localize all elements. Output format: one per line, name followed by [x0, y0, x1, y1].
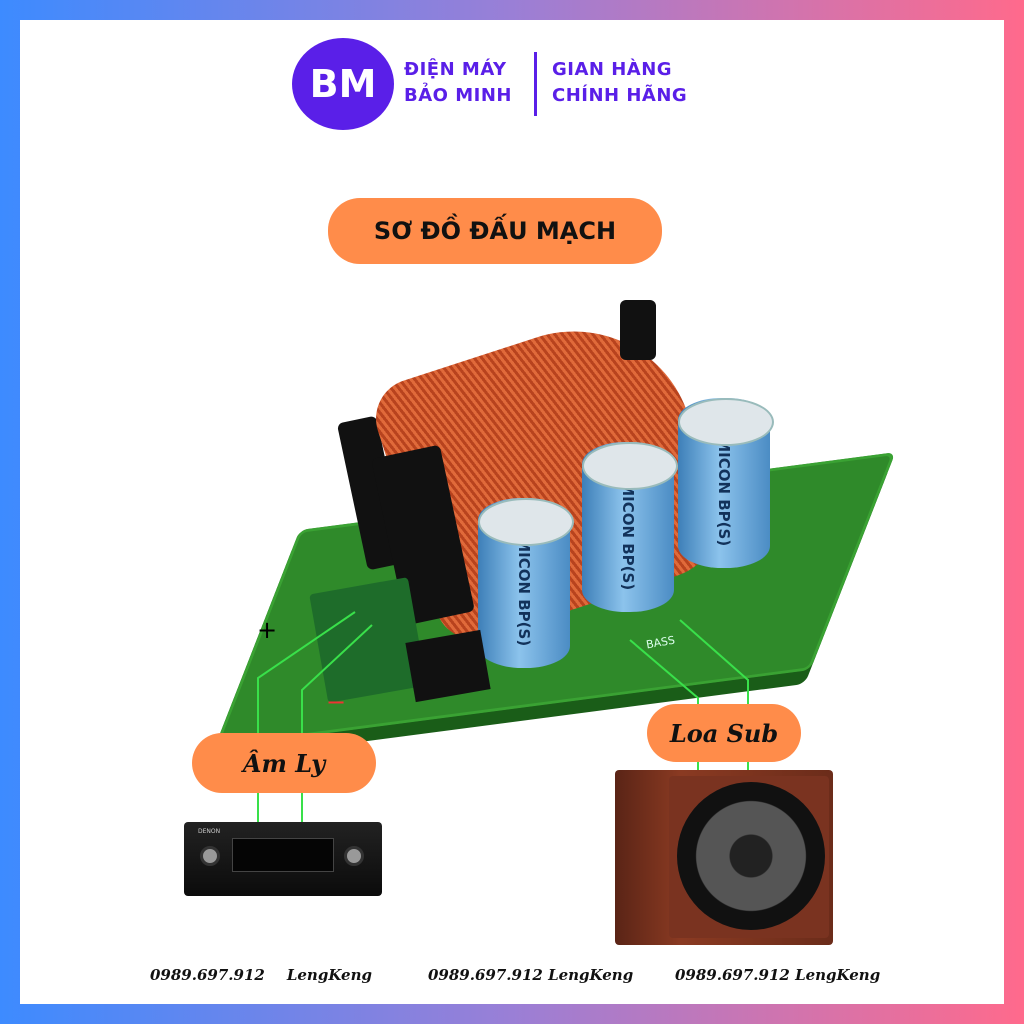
capacitor-label: JAMICON BP(S): [619, 463, 637, 591]
footer-contact: 0989.697.912 LengKeng: [428, 966, 633, 984]
phone: 0989.697.912: [428, 966, 543, 984]
capacitor: JAMICON BP(S): [478, 498, 574, 668]
shop-name: LengKeng: [795, 966, 881, 984]
page-title: SƠ ĐỒ ĐẤU MẠCH: [328, 198, 662, 264]
minus-sign: −: [326, 688, 347, 716]
brand-divider: [534, 52, 537, 116]
volume-knob: [200, 846, 220, 866]
receiver-display: [232, 838, 334, 872]
phone: 0989.697.912: [675, 966, 790, 984]
receiver-brand: DENON: [198, 828, 221, 835]
logo-badge: BM: [292, 38, 394, 130]
shop-name: LengKeng: [286, 966, 372, 984]
brand-line2: BẢO MINH: [404, 85, 512, 106]
footer-contact: 0989.697.912 LengKeng: [675, 966, 880, 984]
capacitor: JAMICON BP(S): [678, 398, 774, 568]
capacitor-label: JAMICON BP(S): [715, 419, 733, 547]
shop-name: LengKeng: [548, 966, 634, 984]
capacitor: JAMICON BP(S): [582, 442, 678, 612]
input-knob: [344, 846, 364, 866]
subwoofer-image: [615, 770, 833, 945]
brand-tagline: GIAN HÀNG CHÍNH HÃNG: [552, 57, 687, 109]
subwoofer-front: [669, 776, 829, 938]
footer-contact: 0989.697.912 LengKeng: [150, 966, 372, 984]
subwoofer-label: Loa Sub: [647, 704, 801, 762]
brand-name: ĐIỆN MÁY BẢO MINH: [404, 57, 512, 109]
brand-line1: ĐIỆN MÁY: [404, 59, 507, 80]
tagline-line1: GIAN HÀNG: [552, 59, 673, 80]
amplifier-label: Âm Ly: [192, 733, 376, 793]
capacitor-label: JAMICON BP(S): [515, 519, 533, 647]
woofer-cone: [677, 782, 825, 930]
tagline-line2: CHÍNH HÃNG: [552, 85, 688, 106]
plus-sign: +: [257, 616, 278, 644]
phone: 0989.697.912: [150, 966, 265, 984]
av-receiver-image: DENON: [184, 822, 382, 896]
coil-flange: [620, 300, 656, 360]
logo-initials: BM: [309, 62, 377, 106]
